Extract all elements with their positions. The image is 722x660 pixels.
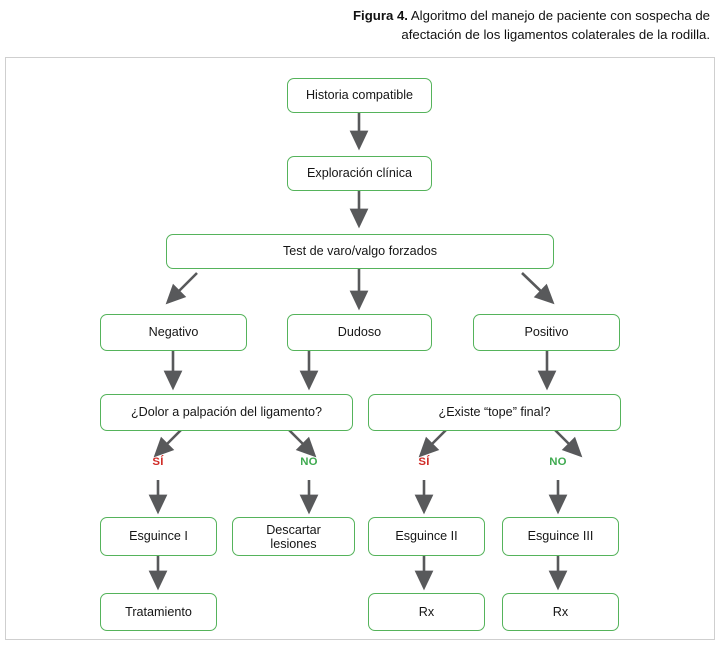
node-rx-left[interactable]: Rx bbox=[368, 593, 485, 631]
node-label: Esguince III bbox=[527, 529, 594, 544]
node-label: Esguince I bbox=[129, 529, 188, 544]
node-label: Historia compatible bbox=[305, 88, 414, 103]
node-label: ¿Dolor a palpación del ligamento? bbox=[130, 405, 323, 420]
node-negativo[interactable]: Negativo bbox=[100, 314, 247, 351]
edge-dolor-no bbox=[288, 429, 317, 458]
node-exploracion-clinica[interactable]: Exploración clínica bbox=[287, 156, 432, 191]
node-dudoso[interactable]: Dudoso bbox=[287, 314, 432, 351]
node-label: Negativo bbox=[148, 325, 199, 340]
node-rx-right[interactable]: Rx bbox=[502, 593, 619, 631]
edge-test-positivo bbox=[521, 272, 555, 305]
edge-tope-no bbox=[554, 429, 583, 458]
node-dolor-palpacion-question[interactable]: ¿Dolor a palpación del ligamento? bbox=[100, 394, 353, 431]
node-label: Test de varo/valgo forzados bbox=[282, 244, 437, 259]
node-tope-final-question[interactable]: ¿Existe “tope” final? bbox=[368, 394, 621, 431]
node-label: Esguince II bbox=[395, 529, 458, 544]
figure-caption-text-part1: Algoritmo del manejo de paciente con sos… bbox=[407, 8, 710, 23]
node-label: Dudoso bbox=[337, 325, 382, 340]
edge-test-negativo bbox=[165, 272, 198, 305]
node-tratamiento[interactable]: Tratamiento bbox=[100, 593, 217, 631]
node-esguince-i[interactable]: Esguince I bbox=[100, 517, 217, 556]
node-esguince-ii[interactable]: Esguince II bbox=[368, 517, 485, 556]
figure-number: Figura 4. bbox=[352, 8, 408, 23]
node-label-line2: lesiones bbox=[270, 536, 317, 551]
decision-label-tope-si: SÍ bbox=[407, 456, 441, 468]
flowchart-canvas: Historia compatible Exploración clínica … bbox=[6, 58, 716, 641]
node-positivo[interactable]: Positivo bbox=[473, 314, 620, 351]
node-label: Exploración clínica bbox=[307, 166, 412, 181]
node-label-line1: Descartar bbox=[266, 522, 321, 537]
figure-caption: Figura 4. Algoritmo del manejo de pacien… bbox=[0, 0, 722, 52]
decision-label-text: NO bbox=[549, 456, 567, 468]
node-descartar-lesiones[interactable]: Descartar lesiones bbox=[232, 517, 355, 556]
node-historia-compatible[interactable]: Historia compatible bbox=[287, 78, 432, 113]
node-test-varo-valgo[interactable]: Test de varo/valgo forzados bbox=[166, 234, 554, 269]
decision-label-text: NO bbox=[300, 456, 318, 468]
node-label: Rx bbox=[418, 604, 435, 619]
decision-label-text: SÍ bbox=[152, 456, 164, 468]
node-esguince-iii[interactable]: Esguince III bbox=[502, 517, 619, 556]
decision-label-tope-no: NO bbox=[541, 456, 575, 468]
edge-dolor-si bbox=[153, 429, 182, 458]
decision-label-text: SÍ bbox=[418, 456, 430, 468]
decision-label-dolor-si: SÍ bbox=[141, 456, 175, 468]
edge-tope-si bbox=[418, 429, 447, 458]
node-label: Tratamiento bbox=[125, 604, 192, 619]
node-label: Rx bbox=[552, 604, 569, 619]
node-label: ¿Existe “tope” final? bbox=[438, 405, 551, 420]
node-label: Positivo bbox=[524, 325, 569, 340]
figure-caption-line2: afectación de los ligamentos colaterales… bbox=[401, 27, 710, 42]
decision-label-dolor-no: NO bbox=[292, 456, 326, 468]
node-label: Descartar lesiones bbox=[266, 523, 321, 551]
figure-caption-line1: Figura 4. Algoritmo del manejo de pacien… bbox=[353, 8, 710, 23]
diagram-frame: Historia compatible Exploración clínica … bbox=[5, 57, 715, 640]
